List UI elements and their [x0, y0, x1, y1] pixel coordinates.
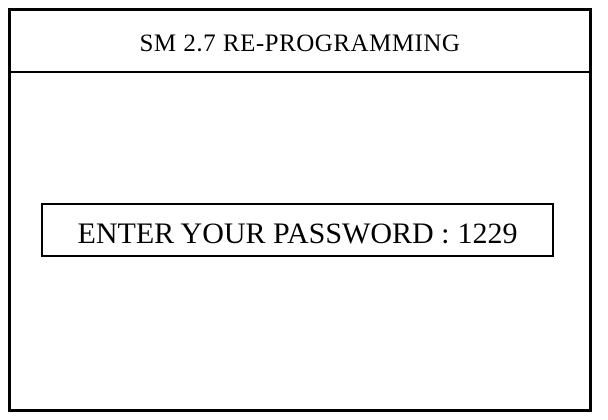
screen-title: SM 2.7 RE-PROGRAMMING: [139, 30, 461, 57]
password-entry-field[interactable]: ENTER YOUR PASSWORD : 1229: [41, 203, 554, 257]
title-bar: SM 2.7 RE-PROGRAMMING: [11, 11, 589, 73]
password-value[interactable]: 1229: [457, 217, 518, 250]
display-screen: SM 2.7 RE-PROGRAMMING ENTER YOUR PASSWOR…: [8, 8, 592, 412]
password-prompt-label: ENTER YOUR PASSWORD :: [77, 217, 450, 250]
